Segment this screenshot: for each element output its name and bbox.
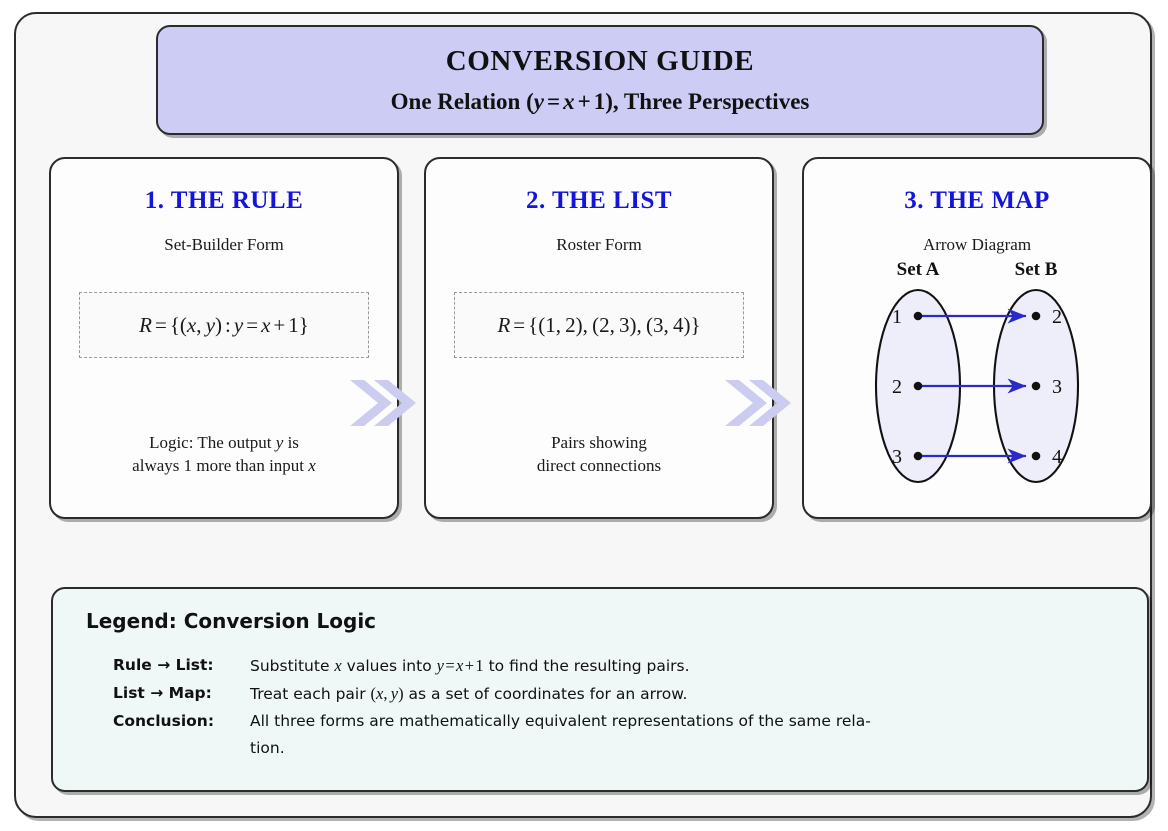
legend-value-conclusion-continuation: tion. — [250, 738, 285, 757]
panel-2-caption-line-1: Pairs showing — [551, 433, 647, 452]
arrow-diagram-graphic: Set A Set B 1 2 3 2 3 4 — [874, 259, 1080, 484]
set-a-label: Set A — [897, 259, 940, 280]
page-title: CONVERSION GUIDE — [445, 44, 755, 77]
panel-the-list: 2. THE LIST Roster Form R={(1, 2), (2, 3… — [424, 157, 774, 519]
page-subtitle: One Relation (y=x+1), Three Perspectives — [391, 89, 810, 114]
subtitle-suffix: ), Three Perspectives — [605, 88, 810, 114]
panel-1-subtitle: Set-Builder Form — [164, 235, 284, 254]
panel-the-map: 3. THE MAP Arrow Diagram Set A Set B 1 — [802, 157, 1152, 519]
arrow-right-icon: → — [157, 656, 171, 674]
set-a-element-3: 3 — [892, 446, 902, 468]
set-a-dot-3 — [913, 451, 923, 461]
set-a-dot-2 — [913, 381, 923, 391]
set-b-element-1: 2 — [1052, 306, 1062, 328]
panel-2-subtitle: Roster Form — [556, 235, 642, 254]
set-a-dot-1 — [913, 311, 923, 321]
set-b-dot-3 — [1031, 451, 1041, 461]
set-b-dot-2 — [1031, 381, 1041, 391]
panel-2-caption-line-2: direct connections — [536, 456, 662, 476]
legend-title: Legend: Conversion Logic — [86, 609, 377, 633]
panel-1-caption-line-1: Logic: The output y is — [149, 433, 299, 452]
legend-row-list-to-map: List → Map: Treat each pair (x, y) as a … — [113, 681, 1117, 707]
panel-1-caption-line-2: always 1 more than input x — [132, 456, 316, 476]
legend-key-rule-to-list: Rule → List: — [113, 656, 214, 674]
panel-the-rule: 1. THE RULE Set-Builder Form R={(x, y):y… — [49, 157, 399, 519]
legend-box: Legend: Conversion Logic Rule → List: Su… — [51, 587, 1149, 792]
legend-key-conclusion: Conclusion: — [113, 712, 215, 731]
set-b-dot-1 — [1031, 311, 1041, 321]
connector-arrow-rule-to-list — [348, 366, 420, 440]
page-frame: CONVERSION GUIDE One Relation (y=x+1), T… — [14, 12, 1152, 818]
set-builder-formula: R={(x, y):y=x+1} — [139, 312, 309, 337]
double-chevron-right-icon — [725, 380, 791, 426]
legend-rows: Rule → List: Substitute x values into y … — [113, 653, 1117, 760]
panel-1-formula-box: R={(x, y):y=x+1} — [79, 292, 369, 358]
set-b-element-3: 4 — [1052, 446, 1062, 468]
subtitle-one: 1 — [593, 88, 606, 114]
subtitle-var-y: y — [533, 88, 544, 114]
subtitle-equals: = — [546, 88, 561, 114]
arrow-right-icon: → — [150, 684, 164, 703]
roster-formula: R={(1, 2), (2, 3), (3, 4)} — [497, 312, 701, 337]
legend-row-rule-to-list: Rule → List: Substitute x values into y … — [113, 653, 1117, 679]
set-a-element-1: 1 — [892, 306, 902, 328]
legend-row-conclusion: Conclusion: All three forms are mathemat… — [113, 709, 1117, 733]
legend-value-rule-to-list: Substitute x values into y = x + 1 to fi… — [250, 656, 690, 675]
legend-key-list-to-map: List → Map: — [113, 684, 212, 703]
subtitle-prefix: One Relation ( — [390, 88, 534, 114]
set-b-element-2: 3 — [1052, 376, 1062, 398]
subtitle-plus: + — [577, 88, 591, 114]
legend-value-list-to-map: Treat each pair (x, y) as a set of coord… — [250, 684, 688, 704]
panel-2-caption: Pairs showing direct connections — [440, 431, 758, 478]
panel-2-formula-box: R={(1, 2), (2, 3), (3, 4)} — [454, 292, 744, 358]
panel-3-title: 3. THE MAP — [904, 187, 1050, 214]
title-banner: CONVERSION GUIDE One Relation (y=x+1), T… — [156, 25, 1044, 135]
panel-2-title: 2. THE LIST — [525, 187, 673, 214]
subtitle-var-x: x — [563, 88, 575, 114]
panel-1-title: 1. THE RULE — [144, 187, 304, 214]
set-a-element-2: 2 — [892, 376, 902, 398]
panel-1-caption: Logic: The output y is always 1 more tha… — [65, 431, 383, 478]
set-b-label: Set B — [1015, 259, 1058, 280]
panel-3-subtitle: Arrow Diagram — [922, 235, 1032, 254]
legend-value-conclusion: All three forms are mathematically equiv… — [250, 712, 871, 731]
connector-arrow-list-to-map — [723, 366, 795, 440]
double-chevron-right-icon — [350, 380, 416, 426]
